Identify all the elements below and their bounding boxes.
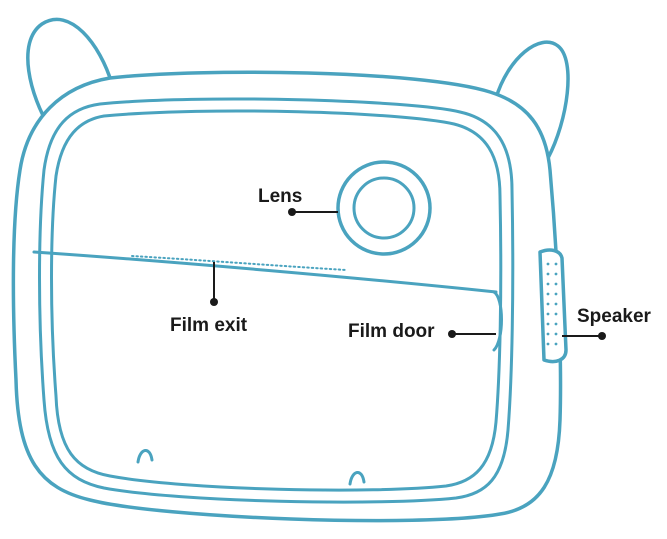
film-door-leader-dot bbox=[448, 330, 456, 338]
bottom-clip-left bbox=[136, 449, 154, 464]
front-panel bbox=[38, 97, 515, 504]
film-exit-leader-dot bbox=[210, 298, 218, 306]
lens-outer-ring bbox=[336, 160, 432, 256]
speaker-leader-dot bbox=[598, 332, 606, 340]
film-exit-slot bbox=[32, 250, 498, 294]
film-exit-label: Film exit bbox=[170, 315, 248, 336]
lens-leader-dot bbox=[288, 208, 296, 216]
speaker-label: Speaker bbox=[577, 306, 651, 327]
front-panel-inner-line bbox=[50, 109, 503, 492]
left-ear bbox=[26, 17, 114, 130]
right-ear bbox=[494, 40, 570, 160]
camera-body-outer bbox=[11, 70, 563, 523]
bottom-clip-right bbox=[348, 471, 366, 486]
speaker-grille bbox=[538, 248, 568, 364]
lens-label: Lens bbox=[258, 186, 303, 207]
film-door-label: Film door bbox=[348, 321, 435, 342]
film-door bbox=[492, 290, 503, 352]
lens-inner bbox=[352, 176, 416, 240]
film-exit-dots bbox=[131, 255, 347, 271]
speaker-holes bbox=[546, 262, 558, 346]
